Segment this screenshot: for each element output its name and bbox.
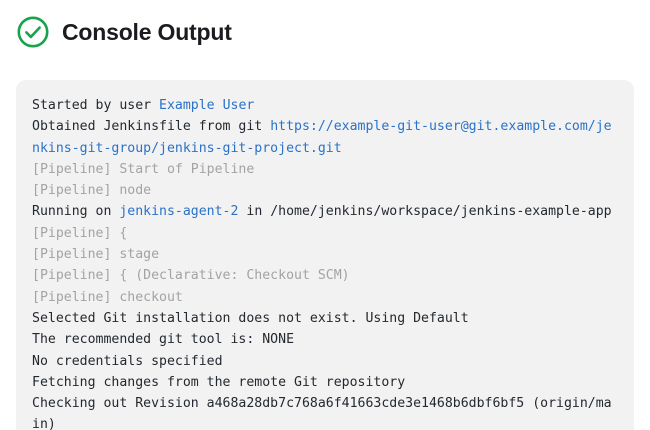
- console-text: [Pipeline] node: [32, 183, 152, 199]
- check-circle-icon: [17, 16, 49, 48]
- console-text: [Pipeline] Start of Pipeline: [32, 161, 255, 177]
- console-text: in /home/jenkins/workspace/jenkins-examp…: [238, 204, 612, 220]
- page-title: Console Output: [62, 18, 232, 45]
- console-log-line-pipeline-open-brace: [Pipeline] {: [32, 223, 618, 244]
- console-text: [Pipeline] { (Declarative: Checkout SCM): [32, 268, 350, 284]
- console-text: [Pipeline] {: [32, 225, 128, 241]
- console-log-line-pipeline-checkout: [Pipeline] checkout: [32, 287, 618, 308]
- console-log-line-obtained-jenkinsfile: Obtained Jenkinsfile from git https://ex…: [32, 116, 618, 159]
- console-log-line-recommended-git-tool: The recommended git tool is: NONE: [32, 329, 618, 350]
- console-text: Running on: [32, 204, 120, 220]
- console-link[interactable]: https://example-git-user@git.example.com…: [32, 119, 612, 156]
- console-log-line-running-on-agent: Running on jenkins-agent-2 in /home/jenk…: [32, 201, 618, 222]
- console-log-line-pipeline-node: [Pipeline] node: [32, 180, 618, 201]
- console-text: No credentials specified: [32, 353, 223, 369]
- console-log-line-no-credentials-specified: No credentials specified: [32, 351, 618, 372]
- console-text: The recommended git tool is: NONE: [32, 332, 295, 348]
- console-text: Checking out Revision a468a28db7c768a6f4…: [32, 396, 612, 430]
- console-log-line-checking-out-revision: Checking out Revision a468a28db7c768a6f4…: [32, 393, 618, 430]
- console-text: [Pipeline] checkout: [32, 289, 183, 305]
- console-text: Started by user: [32, 98, 160, 113]
- console-text: Obtained Jenkinsfile from git: [32, 119, 271, 135]
- console-text: Selected Git installation does not exist…: [32, 310, 469, 326]
- console-text: [Pipeline] stage: [32, 247, 160, 263]
- console-log-line-started-by-user: Started by user Example User: [32, 95, 618, 116]
- console-link[interactable]: jenkins-agent-2: [119, 204, 239, 220]
- page-header: Console Output: [0, 0, 650, 50]
- console-log-line-fetching-changes: Fetching changes from the remote Git rep…: [32, 372, 618, 393]
- console-log-line-selected-git-installation: Selected Git installation does not exist…: [32, 308, 618, 329]
- console-log-line-pipeline-stage: [Pipeline] stage: [32, 244, 618, 265]
- console-log-line-pipeline-start-of-pipeline: [Pipeline] Start of Pipeline: [32, 159, 618, 180]
- console-text: Fetching changes from the remote Git rep…: [32, 374, 406, 390]
- console-link[interactable]: Example User: [159, 98, 255, 113]
- console-log-line-pipeline-declarative-checkout-scm: [Pipeline] { (Declarative: Checkout SCM): [32, 265, 618, 286]
